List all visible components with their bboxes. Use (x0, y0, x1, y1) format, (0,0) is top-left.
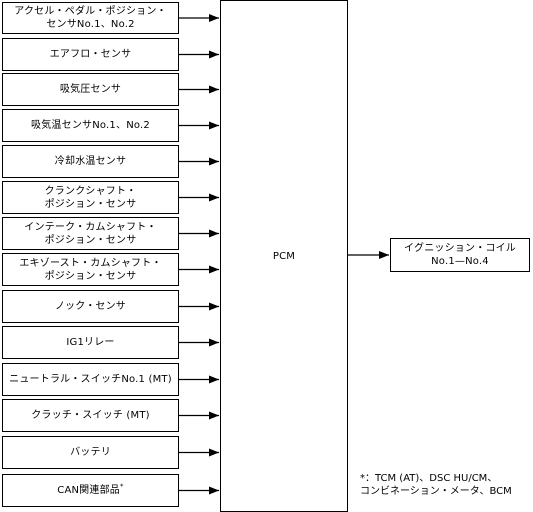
input-block-label: バッテリ (70, 447, 111, 458)
input-block-label: ポジション・センサ (44, 234, 137, 246)
input-block-label: エキゾースト・カムシャフト・ (19, 257, 162, 269)
input-block-label: クラッチ・スイッチ (MT) (31, 410, 150, 421)
ignition-coil-line-1: イグニッション・コイル (404, 243, 516, 254)
input-block-11: ニュートラル・スイッチNo.1 (MT) (2, 363, 179, 396)
input-block-10: IG1リレー (2, 326, 179, 359)
input-block-9: ノック・センサ (2, 290, 179, 323)
input-block-2: エアフロ・センサ (2, 38, 179, 71)
footnote: *：TCM (AT)、DSC HU/CM、 コンビネーション・メータ、BCM (360, 472, 512, 498)
input-block-12: クラッチ・スイッチ (MT) (2, 399, 179, 432)
input-block-7: インテーク・カムシャフト・ポジション・センサ (2, 217, 179, 250)
ignition-coil-line-2: No.1—No.4 (431, 256, 489, 267)
input-block-4: 吸気温センサNo.1、No.2 (2, 109, 179, 142)
input-block-label: IG1リレー (66, 337, 115, 348)
input-block-6: クランクシャフト・ポジション・センサ (2, 181, 179, 214)
input-arrows (179, 14, 219, 495)
input-block-label: クランクシャフト・ (44, 185, 137, 197)
input-block-13: バッテリ (2, 436, 179, 469)
input-block-label: 冷却水温センサ (54, 156, 127, 167)
footnote-line-1: *：TCM (AT)、DSC HU/CM、 (360, 473, 498, 484)
input-block-label: CAN関連部品* (57, 482, 124, 497)
input-block-label: エアフロ・センサ (49, 49, 132, 60)
input-block-3: 吸気圧センサ (2, 73, 179, 106)
pcm-block: PCM (220, 0, 348, 512)
input-block-label: ニュートラル・スイッチNo.1 (MT) (9, 374, 172, 385)
input-block-8: エキゾースト・カムシャフト・ポジション・センサ (2, 253, 179, 286)
input-block-label: 吸気温センサNo.1、No.2 (31, 120, 150, 131)
input-block-label: インテーク・カムシャフト・ (24, 221, 157, 233)
input-block-label: アクセル・ペダル・ポジション・ (14, 6, 167, 17)
input-block-label: ポジション・センサ (44, 198, 137, 210)
input-block-14: CAN関連部品* (2, 474, 179, 507)
input-block-label-text: CAN関連部品 (57, 485, 120, 496)
input-block-label: 吸気圧センサ (59, 84, 122, 95)
footnote-line-2: コンビネーション・メータ、BCM (360, 486, 512, 497)
input-block-1: アクセル・ペダル・ポジション・センサNo.1、No.2 (2, 2, 179, 34)
input-block-label: センサNo.1、No.2 (46, 19, 135, 30)
input-block-5: 冷却水温センサ (2, 145, 179, 178)
pcm-label: PCM (272, 250, 296, 262)
input-block-label: ポジション・センサ (44, 270, 137, 282)
footnote-mark: * (120, 482, 124, 491)
input-block-label: ノック・センサ (55, 301, 126, 312)
ignition-coil-block: イグニッション・コイル No.1—No.4 (390, 238, 530, 272)
